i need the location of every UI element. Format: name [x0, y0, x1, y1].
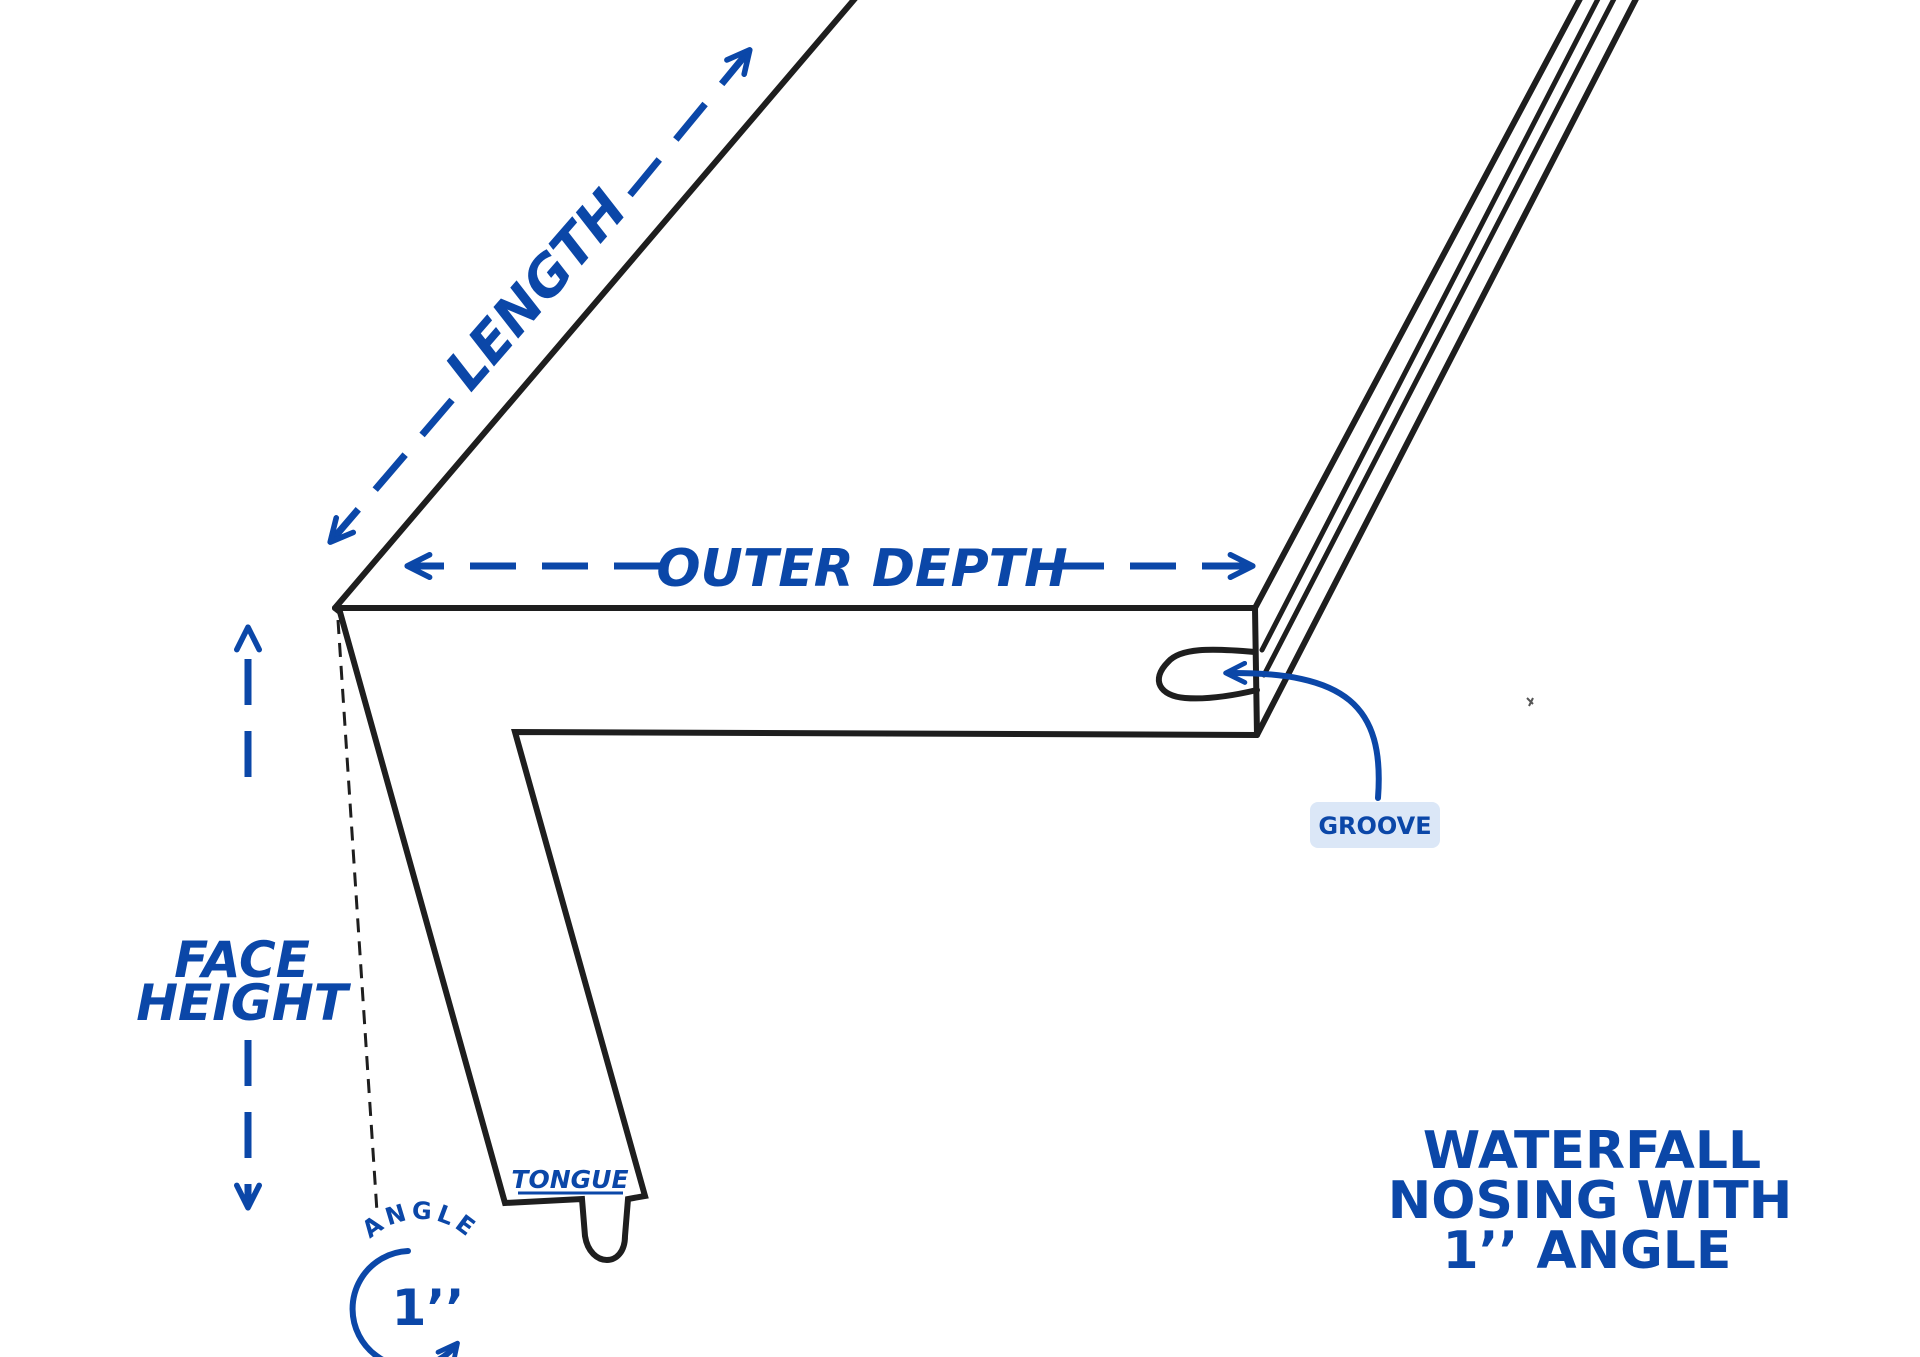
groove-callout: GROOVE: [1223, 660, 1440, 848]
length-dimension: LENGTH: [327, 47, 753, 545]
face-height-dimension: FACE HEIGHT: [136, 624, 352, 1211]
nosing-underside-and-face: [332, 605, 1260, 1263]
angle-indicator: ANGLE 1’’: [349, 1197, 479, 1357]
nosing-top-back-edge: [332, 0, 858, 611]
title-line-2: NOSING WITH: [1388, 1171, 1793, 1231]
angle-reference-line: [336, 619, 379, 1213]
face-height-label-line1: FACE: [174, 931, 310, 989]
nosing-back-edge-3: [1261, 0, 1617, 678]
tongue-label: TONGUE: [511, 1165, 628, 1194]
angle-rotation-arrow: [349, 1248, 460, 1357]
nosing-back-edge-4: [1254, 0, 1639, 738]
length-arrow-upper: [627, 47, 753, 198]
tongue-callout: TONGUE: [511, 1165, 629, 1195]
groove-badge: [1310, 802, 1440, 848]
nosing-back-edge-2: [1259, 0, 1601, 653]
outer-depth-dimension: OUTER DEPTH: [404, 539, 1256, 599]
diagram-title: WATERFALL NOSING WITH 1’’ ANGLE: [1388, 1121, 1793, 1281]
nosing-back-edge-1: [1252, 0, 1583, 611]
length-arrow-lower: [327, 397, 455, 545]
stray-mark: [1526, 697, 1534, 707]
angle-value-label: 1’’: [392, 1279, 465, 1337]
outer-depth-label: OUTER DEPTH: [656, 539, 1067, 599]
title-line-3: 1’’ ANGLE: [1443, 1221, 1732, 1281]
face-height-label-line2: HEIGHT: [136, 974, 351, 1032]
nosing-profile: [332, 0, 1639, 1263]
groove-label: GROOVE: [1318, 812, 1431, 840]
groove-leader-line: [1223, 660, 1382, 801]
groove-slot: [1155, 646, 1260, 702]
title-line-1: WATERFALL: [1423, 1121, 1761, 1181]
